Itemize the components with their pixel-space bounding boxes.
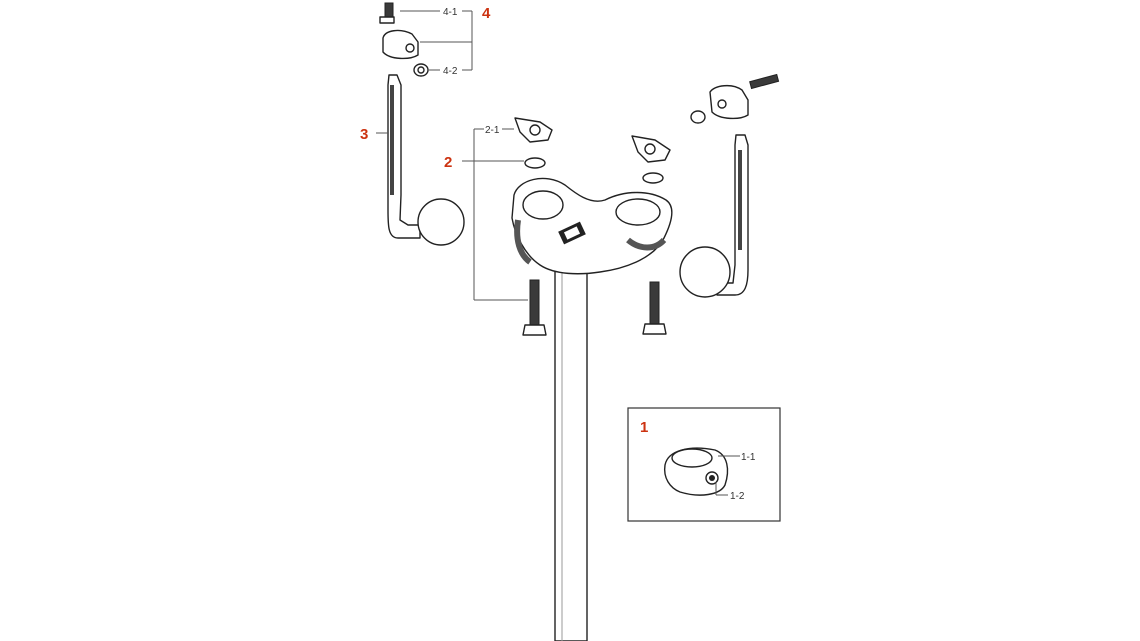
callout-4: 4 bbox=[482, 5, 491, 22]
clamp-left bbox=[379, 2, 429, 77]
callout-1-1: 1-1 bbox=[741, 452, 756, 463]
bottom-bolt-right bbox=[642, 281, 667, 335]
main-clamp-body bbox=[511, 177, 673, 275]
ball-rod-right bbox=[679, 134, 749, 298]
wing-nut-right bbox=[631, 135, 671, 163]
leader-lines bbox=[376, 10, 740, 496]
callout-1: 1 bbox=[640, 419, 648, 436]
callout-2: 2 bbox=[444, 154, 452, 171]
callout-4-2: 4-2 bbox=[443, 66, 458, 77]
quick-clamp bbox=[663, 447, 729, 496]
ball-rod-left bbox=[387, 74, 465, 246]
clamp-right bbox=[690, 73, 780, 124]
callout-4-1: 4-1 bbox=[443, 7, 458, 18]
washer-left bbox=[524, 157, 546, 169]
washer-right bbox=[642, 172, 664, 184]
callout-2-1: 2-1 bbox=[485, 125, 500, 136]
bottom-bolt-left bbox=[522, 279, 547, 336]
post-tube bbox=[554, 249, 588, 641]
wing-nut-left bbox=[514, 117, 553, 143]
callout-3: 3 bbox=[360, 126, 368, 143]
callout-1-2: 1-2 bbox=[730, 491, 745, 502]
